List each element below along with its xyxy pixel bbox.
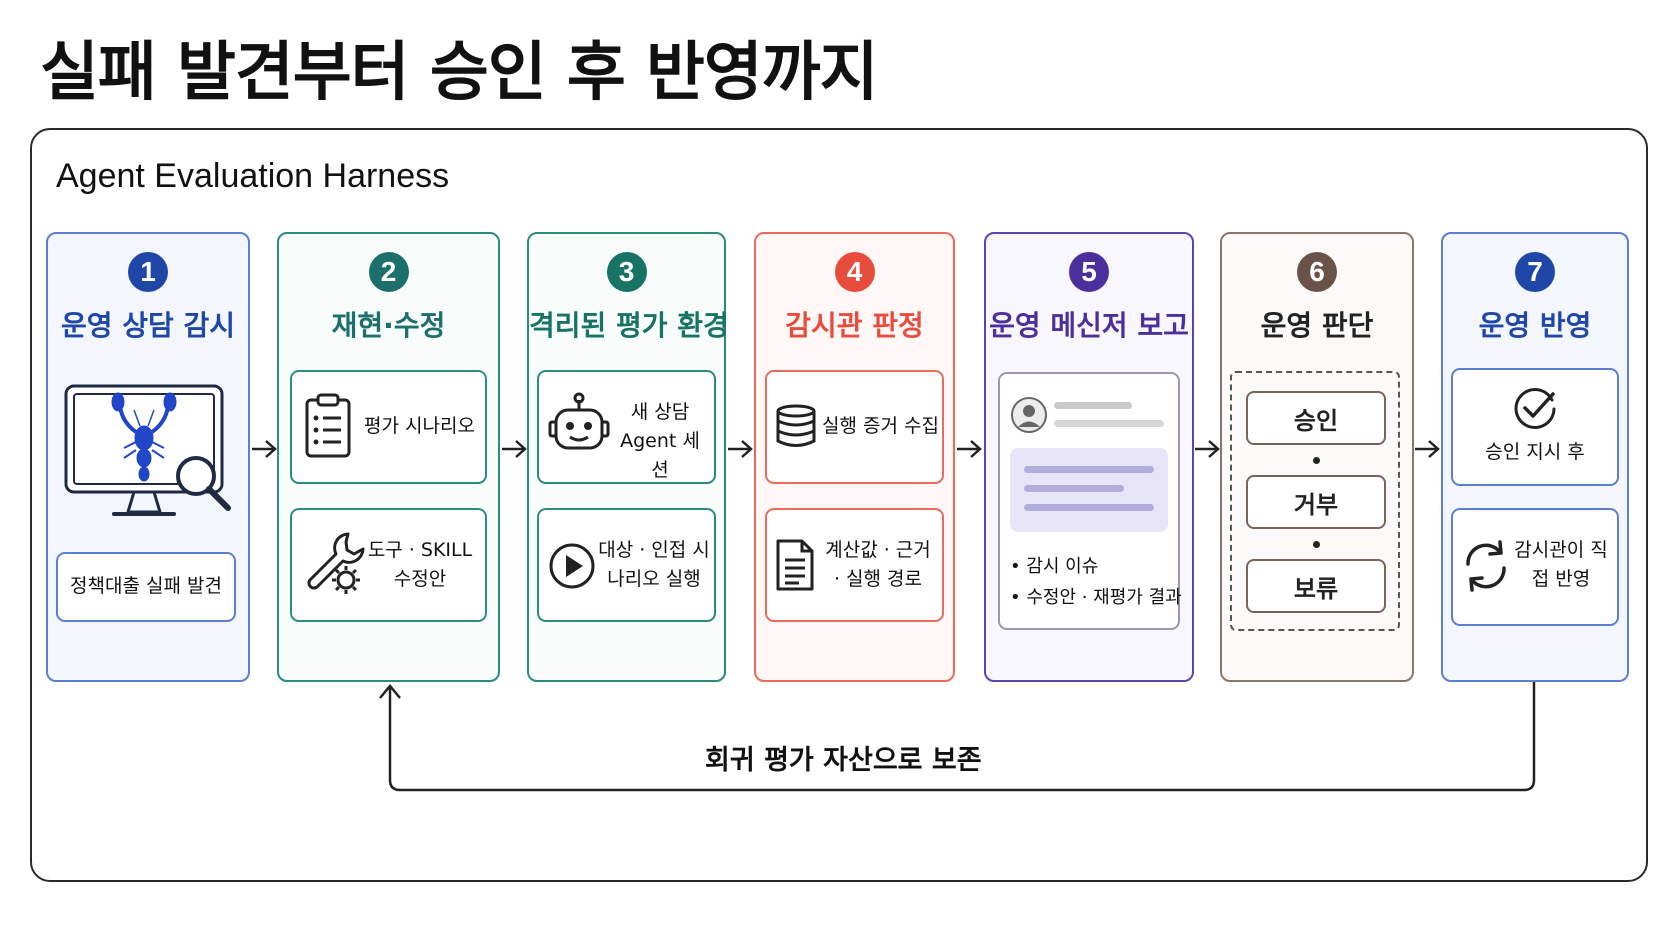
calc-path-card bbox=[765, 508, 944, 622]
message-placeholder-lines bbox=[1054, 402, 1164, 427]
step-2-title: 재현·수정 bbox=[331, 309, 446, 342]
step-1-number: 1 bbox=[128, 252, 168, 292]
agent-session-label: 새 상담 Agent 세션 bbox=[614, 398, 706, 485]
eval-scenario-card bbox=[290, 370, 487, 484]
refresh-icon bbox=[1466, 540, 1506, 592]
evidence-collect-label: 실행 증거 수집 bbox=[822, 415, 939, 437]
step-5-number: 5 bbox=[1069, 252, 1109, 292]
arrow-1-to-2 bbox=[252, 440, 277, 458]
feedback-loop-label: 회귀 평가 자산으로 보존 bbox=[705, 745, 982, 776]
magnifier-icon bbox=[176, 456, 231, 511]
direct-apply-text: 감시관이 직접 반영 bbox=[1514, 539, 1608, 590]
adjacent-scenario-label: 대상 · 인접 시나리오 실행 bbox=[598, 536, 710, 594]
after-approval-label: 승인 지시 후 bbox=[1485, 441, 1585, 463]
agent-session-text: 새 상담 Agent 세션 bbox=[620, 401, 700, 481]
step-3-title: 격리된 평가 환경 bbox=[529, 309, 729, 342]
direct-apply-label: 감시관이 직접 반영 bbox=[1512, 536, 1610, 594]
check-circle-icon bbox=[1514, 388, 1556, 429]
arrow-3-to-4 bbox=[728, 440, 753, 458]
step-5-title: 운영 메신저 보고 bbox=[989, 309, 1189, 342]
clipboard-icon bbox=[305, 393, 351, 458]
arrow-4-to-5 bbox=[957, 440, 982, 458]
step-3-number: 3 bbox=[606, 252, 647, 292]
harness-frame bbox=[30, 128, 1648, 882]
choice-separator-dot bbox=[1313, 541, 1320, 548]
step-2-number: 2 bbox=[368, 252, 409, 292]
decision-options-box bbox=[1230, 371, 1400, 631]
arrow-5-to-6 bbox=[1195, 440, 1220, 458]
calc-path-text: 계산값 · 근거 · 실행 경로 bbox=[825, 539, 931, 590]
tool-skill-fix-card bbox=[290, 508, 487, 622]
page-title: 실패 발견부터 승인 후 반영까지 bbox=[40, 36, 879, 110]
tool-skill-fix-label: 도구 · SKILL 수정안 bbox=[364, 536, 476, 594]
robot-icon bbox=[548, 392, 610, 450]
database-icon bbox=[776, 404, 816, 447]
direct-apply-card bbox=[1451, 508, 1619, 626]
report-bullet-issue: • 감시 이슈 bbox=[1010, 556, 1099, 577]
adjacent-scenario-text: 대상 · 인접 시나리오 실행 bbox=[598, 539, 710, 590]
approve-option[interactable]: 승인 bbox=[1246, 391, 1386, 445]
choice-separator-dot bbox=[1313, 457, 1320, 464]
avatar-icon bbox=[1011, 397, 1047, 433]
step-4-number: 4 bbox=[834, 252, 875, 292]
eval-scenario-label: 평가 시나리오 bbox=[364, 415, 475, 437]
tool-skill-fix-text: 도구 · SKILL 수정안 bbox=[367, 539, 473, 590]
report-bullet-result: • 수정안 · 재평가 결과 bbox=[1010, 587, 1182, 608]
reject-option[interactable]: 거부 bbox=[1246, 475, 1386, 529]
step-4-title: 감시관 판정 bbox=[785, 309, 924, 342]
step-7-title: 운영 반영 bbox=[1478, 309, 1592, 342]
step-6-title: 운영 판단 bbox=[1260, 309, 1374, 342]
step-6-number: 6 bbox=[1297, 252, 1337, 292]
wrench-gear-icon bbox=[307, 532, 365, 594]
document-icon bbox=[776, 539, 814, 591]
hold-option[interactable]: 보류 bbox=[1246, 559, 1386, 613]
calc-path-label: 계산값 · 근거 · 실행 경로 bbox=[822, 536, 934, 594]
message-bubble bbox=[1010, 448, 1168, 532]
step-1-title: 운영 상담 감시 bbox=[60, 309, 236, 342]
arrow-2-to-3 bbox=[502, 440, 527, 458]
evidence-collect-card bbox=[765, 370, 944, 484]
failure-found-card bbox=[56, 552, 236, 622]
harness-title: Agent Evaluation Harness bbox=[56, 157, 450, 195]
step-7-number: 7 bbox=[1515, 252, 1555, 292]
failure-found-label: 정책대출 실패 발견 bbox=[70, 575, 222, 597]
arrow-6-to-7 bbox=[1415, 440, 1440, 458]
play-icon bbox=[549, 543, 595, 589]
